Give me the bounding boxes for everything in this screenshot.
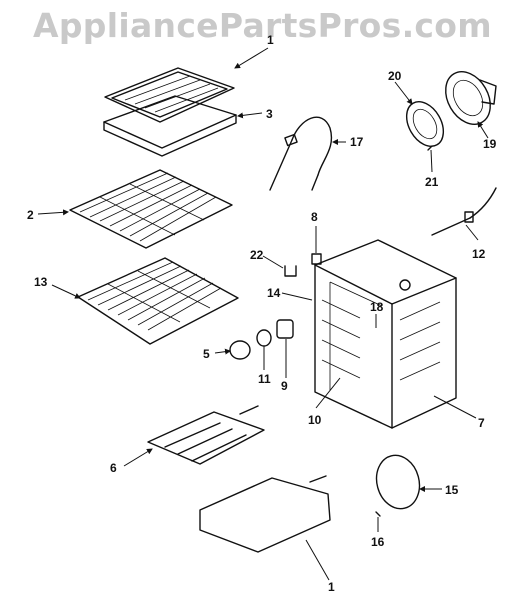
- oven-light-bulb: [256, 329, 272, 347]
- callout-9: 9: [281, 379, 288, 393]
- bake-element: [199, 475, 331, 553]
- oven-rack-lower: [77, 257, 239, 345]
- callout-16: 16: [371, 535, 385, 549]
- broil-element: [147, 405, 265, 465]
- callout-21: 21: [425, 175, 439, 189]
- small-bracket: [311, 253, 322, 265]
- clip: [284, 265, 297, 277]
- oven-cavity: [314, 239, 457, 429]
- callout-12: 12: [472, 247, 486, 261]
- callout-2: 2: [27, 208, 34, 222]
- callout-1-top: 1: [267, 33, 274, 47]
- callout-3: 3: [266, 107, 273, 121]
- callout-17: 17: [350, 135, 364, 149]
- callout-19: 19: [483, 137, 497, 151]
- callout-1-bottom: 1: [328, 580, 335, 594]
- temperature-sensor: [269, 116, 333, 191]
- callout-11: 11: [258, 372, 271, 386]
- callout-10: 10: [308, 413, 322, 427]
- oven-light-lens: [229, 340, 251, 360]
- callout-22: 22: [250, 248, 264, 262]
- callout-5: 5: [203, 347, 210, 361]
- watermark-logo: AppliancePartsPros.com: [33, 6, 492, 45]
- element-sensor-wire: [431, 187, 497, 236]
- callout-13: 13: [34, 275, 48, 289]
- callout-20: 20: [388, 69, 402, 83]
- screw: [375, 511, 381, 517]
- callout-18: 18: [370, 300, 384, 314]
- callout-15: 15: [445, 483, 459, 497]
- fan-nut: [427, 145, 433, 151]
- leader-lines: [37, 47, 489, 581]
- convection-fan-blade: [405, 101, 445, 147]
- broiler-pan-insert: [104, 67, 235, 123]
- oven-rack-upper: [69, 169, 233, 249]
- callout-6: 6: [110, 461, 117, 475]
- callout-14: 14: [267, 286, 281, 300]
- convection-cover: [375, 454, 421, 510]
- callout-7: 7: [478, 416, 485, 430]
- convection-fan-motor: [445, 71, 497, 125]
- oven-light-socket: [276, 319, 294, 339]
- broiler-pan: [103, 95, 237, 157]
- callout-8: 8: [311, 210, 318, 224]
